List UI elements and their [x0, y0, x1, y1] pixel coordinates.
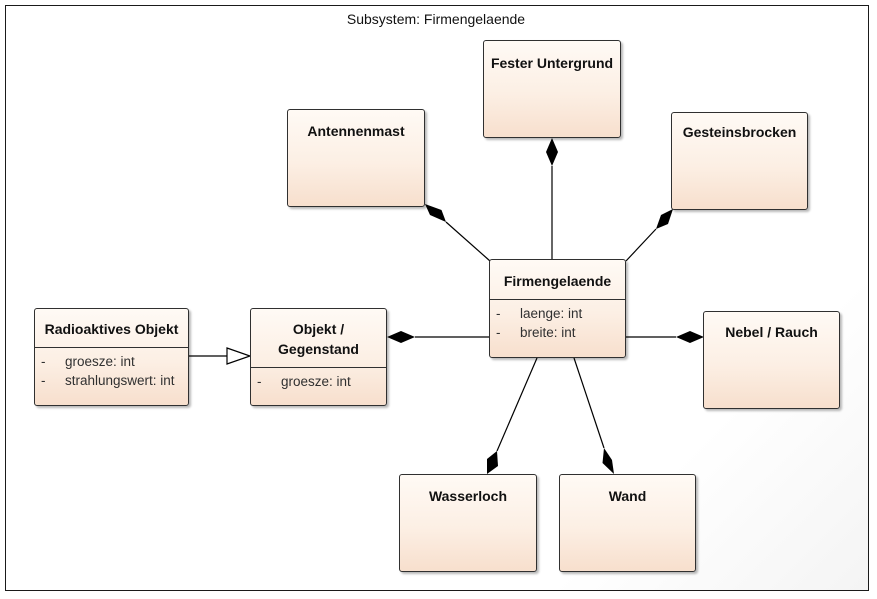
- attribute-compartment: - groesze: int: [251, 367, 386, 391]
- edge-wasserloch: [496, 357, 538, 452]
- class-name: Radioaktives Objekt: [44, 321, 179, 337]
- attribute-row: - laenge: int: [490, 304, 625, 323]
- attribute-compartment: - groesze: int - strahlungswert: int: [35, 347, 188, 390]
- attribute-visibility: -: [496, 306, 501, 321]
- generalization-arrowhead: [226, 347, 252, 365]
- attribute-text: groesze: int: [281, 374, 351, 389]
- class-name: Wasserloch: [428, 488, 508, 504]
- attribute-row: - strahlungswert: int: [35, 371, 188, 390]
- diamond-gesteinsbrocken: [656, 209, 673, 229]
- attribute-visibility: -: [41, 373, 46, 388]
- class-objekt-gegenstand[interactable]: Objekt / Gegenstand - groesze: int: [250, 308, 387, 406]
- attribute-row: - groesze: int: [35, 352, 188, 371]
- attribute-visibility: -: [41, 354, 46, 369]
- diamond-nebel-rauch: [676, 331, 704, 343]
- class-name: Fester Untergrund: [490, 55, 614, 71]
- attribute-text: breite: int: [520, 325, 576, 340]
- attribute-text: laenge: int: [520, 306, 583, 321]
- class-name-line-1: Objekt /: [292, 321, 345, 337]
- subsystem-title: Subsystem: Firmengelaende: [346, 11, 526, 27]
- class-wasserloch[interactable]: Wasserloch: [399, 474, 537, 572]
- attribute-visibility: -: [496, 325, 501, 340]
- attribute-text: groesze: int: [65, 354, 135, 369]
- class-radioaktives-objekt[interactable]: Radioaktives Objekt - groesze: int - str…: [34, 308, 189, 406]
- class-name-line-2: Gegenstand: [278, 341, 359, 357]
- attribute-compartment: - laenge: int - breite: int: [490, 299, 625, 342]
- diamond-wand: [602, 448, 614, 474]
- edge-gesteinsbrocken: [625, 228, 657, 262]
- edge-wand: [573, 357, 605, 449]
- attribute-text: strahlungswert: int: [65, 373, 175, 388]
- class-fester-untergrund[interactable]: Fester Untergrund: [483, 40, 621, 138]
- diamond-objekt-gegenstand: [387, 331, 415, 343]
- class-gesteinsbrocken[interactable]: Gesteinsbrocken: [671, 112, 808, 210]
- class-antennenmast[interactable]: Antennenmast: [287, 109, 425, 207]
- class-name: Antennenmast: [307, 123, 405, 139]
- diamond-wasserloch: [487, 451, 498, 474]
- class-firmengelaende[interactable]: Firmengelaende - laenge: int - breite: i…: [489, 259, 626, 358]
- attribute-row: - groesze: int: [251, 372, 386, 391]
- edge-antennenmast: [445, 221, 491, 262]
- class-nebel-rauch[interactable]: Nebel / Rauch: [703, 311, 840, 409]
- diamond-antennenmast: [425, 204, 446, 222]
- attribute-row: - breite: int: [490, 323, 625, 342]
- class-name: Firmengelaende: [503, 273, 612, 289]
- class-name: Gesteinsbrocken: [682, 124, 797, 140]
- diamond-fester-untergrund: [546, 138, 558, 166]
- class-name: Nebel / Rauch: [725, 324, 818, 340]
- attribute-visibility: -: [257, 374, 262, 389]
- class-wand[interactable]: Wand: [559, 474, 696, 572]
- class-name: Wand: [608, 488, 647, 504]
